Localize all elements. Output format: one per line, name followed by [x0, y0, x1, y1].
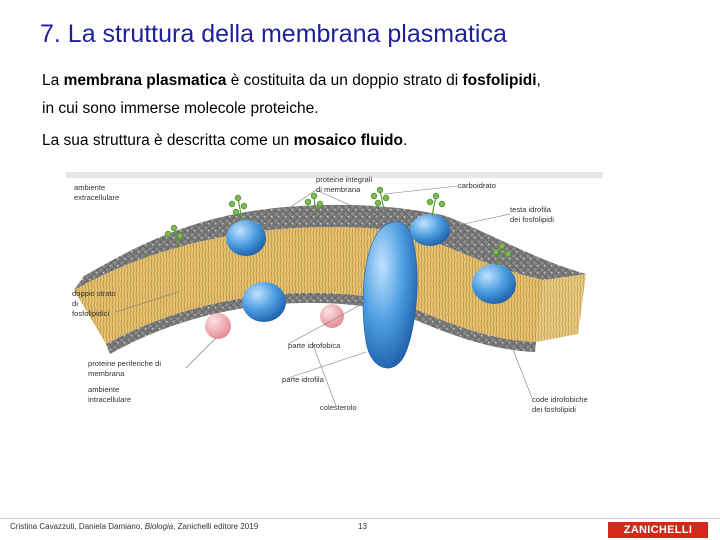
label-testa-idrofila-2: dei fosfolipidi: [510, 215, 554, 224]
integral-protein-top-right: [410, 214, 450, 246]
top-band: [66, 172, 603, 178]
label-parte-idrofila: parte idrofila: [282, 375, 325, 384]
label-ambiente-intra-1: ambiente: [88, 385, 119, 394]
integral-protein-right: [472, 264, 516, 304]
label-carboidrato: carboidrato: [458, 181, 496, 190]
label-ambiente-extra-1: ambiente: [74, 183, 105, 192]
credit-authors: Cristina Cavazzuti, Daniela Damiano,: [10, 522, 145, 531]
integral-protein-channel: [362, 221, 418, 369]
term-membrana-plasmatica: membrana plasmatica: [63, 72, 227, 89]
text: è costituita da un doppio strato di: [226, 72, 463, 89]
credit-publisher: , Zanichelli editore 2019: [173, 522, 259, 531]
label-doppio-strato-2: di: [72, 299, 78, 308]
label-proteine-periferiche-1: proteine periferiche di: [88, 359, 161, 368]
paragraph-definition: La membrana plasmatica è costituita da u…: [42, 72, 541, 90]
label-doppio-strato-1: doppio strato: [72, 289, 116, 298]
text: .: [402, 132, 408, 149]
footer-credit: Cristina Cavazzuti, Daniela Damiano, Bio…: [10, 522, 258, 531]
membrane-diagram: ambiente extracellulare proteine integra…: [66, 172, 603, 414]
leader-lines: [115, 185, 533, 407]
page-title: 7. La struttura della membrana plasmatic…: [40, 20, 507, 48]
publisher-logo: ZANICHELLI: [608, 522, 708, 538]
label-testa-idrofila-1: testa idrofila: [510, 205, 552, 214]
text: ,: [536, 72, 541, 89]
membrane-right-face: [536, 274, 586, 342]
label-ambiente-intra-2: intracellulare: [88, 395, 131, 404]
carbohydrate-chains: [164, 186, 512, 267]
paragraph-proteins: in cui sono immerse molecole proteiche.: [42, 100, 319, 117]
peripheral-protein-1: [205, 313, 231, 339]
peripheral-protein-2: [320, 304, 344, 328]
label-code-idrofobiche-2: dei fosfolipidi: [532, 405, 576, 414]
page-number: 13: [358, 522, 367, 531]
footer-bar: [0, 518, 720, 540]
credit-book: Biologia: [144, 522, 174, 531]
label-parte-idrofoba: parte idrofobica: [288, 341, 341, 350]
integral-protein-left-bottom: [242, 282, 286, 322]
membrane-top-heads: [74, 204, 586, 290]
label-colesterolo: colesterolo: [320, 403, 357, 412]
label-doppio-strato-3: fosfolipidici: [72, 309, 109, 318]
integral-protein-left: [226, 220, 266, 256]
label-ambiente-extra-2: extracellulare: [74, 193, 119, 202]
label-proteine-periferiche-2: membrana: [88, 369, 125, 378]
membrane-front-face: [74, 227, 544, 344]
text: La sua struttura è descritta come un: [42, 132, 294, 149]
label-code-idrofobiche-1: code idrofobiche: [532, 395, 588, 404]
term-fosfolipidi: fosfolipidi: [462, 72, 537, 89]
text: La: [42, 72, 64, 89]
term-mosaico-fluido: mosaico fluido: [293, 132, 403, 149]
label-proteine-integrali-2: di membrana: [316, 185, 361, 194]
label-proteine-integrali-1: proteine integrali: [316, 175, 372, 184]
paragraph-model: La sua struttura è descritta come un mos…: [42, 132, 407, 150]
membrane-lower-heads: [106, 292, 536, 354]
